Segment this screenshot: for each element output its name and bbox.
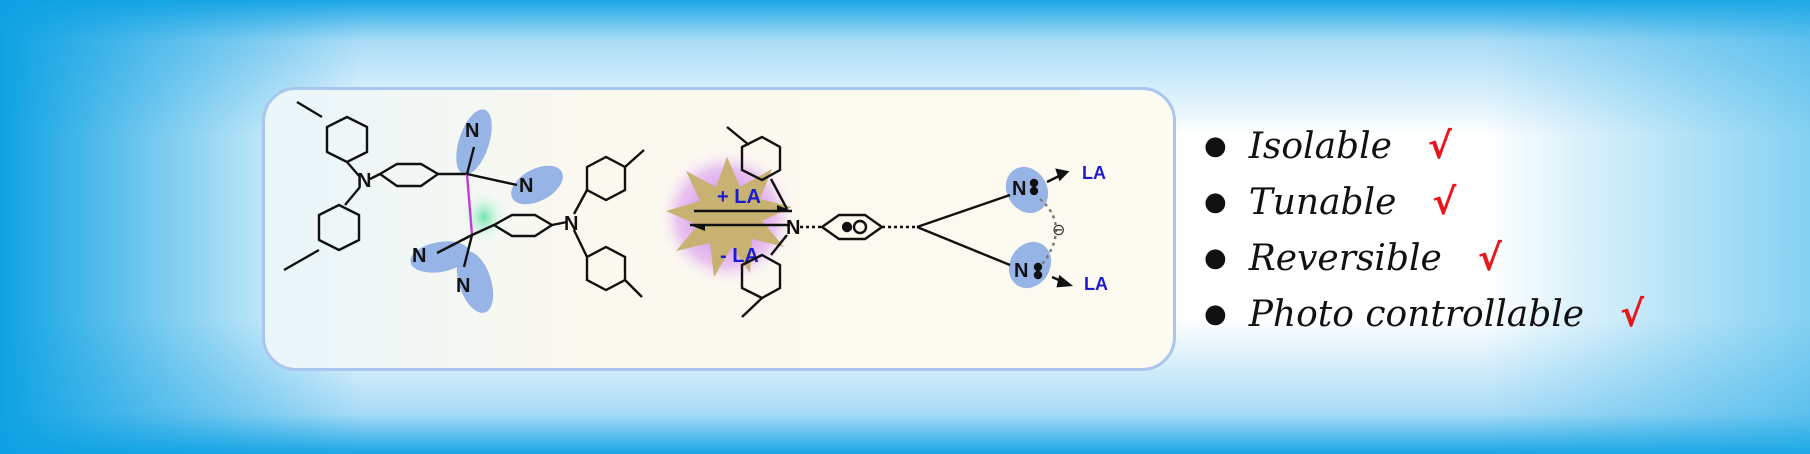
atom-label-n: N bbox=[519, 175, 533, 197]
atom-label-n: N bbox=[456, 275, 470, 297]
bullet-icon: ● bbox=[1204, 243, 1227, 273]
dimer-molecule bbox=[283, 100, 645, 313]
lewis-acid-label: LA bbox=[1082, 163, 1106, 183]
feature-label: Photo controllable bbox=[1248, 293, 1585, 335]
atom-label-n: N bbox=[465, 120, 479, 142]
feature-label: Reversible bbox=[1248, 237, 1442, 279]
atom-label-n: N bbox=[564, 213, 578, 235]
feature-label: Tunable bbox=[1248, 181, 1397, 223]
equilibrium-arrows: + LA - LA bbox=[657, 147, 797, 287]
charge-symbol: ⊖ bbox=[1052, 220, 1065, 239]
atom-label-n: N bbox=[357, 170, 371, 192]
reverse-label: - LA bbox=[720, 245, 759, 267]
reaction-scheme: N N N N N N + LA - LA bbox=[283, 100, 1108, 318]
feature-item: ● Reversible √ bbox=[1204, 230, 1644, 286]
atom-label-n: N bbox=[412, 245, 426, 267]
atom-label-n: N bbox=[786, 217, 800, 239]
checkmark-icon: √ bbox=[1427, 125, 1452, 167]
feature-label: Isolable bbox=[1248, 125, 1392, 167]
bullet-icon: ● bbox=[1204, 299, 1227, 329]
checkmark-icon: √ bbox=[1477, 237, 1502, 279]
scheme-panel bbox=[262, 87, 1176, 371]
atom-label-n: N bbox=[1012, 178, 1026, 200]
lewis-acid-label: LA bbox=[1084, 274, 1108, 294]
feature-item: ● Isolable √ bbox=[1204, 118, 1644, 174]
checkmark-icon: √ bbox=[1620, 293, 1645, 335]
complex-molecule bbox=[726, 126, 1074, 318]
bullet-icon: ● bbox=[1204, 187, 1227, 217]
atom-label-n: N bbox=[1014, 260, 1028, 282]
bullet-icon: ● bbox=[1204, 131, 1227, 161]
feature-list: ● Isolable √ ● Tunable √ ● Reversible √ … bbox=[1204, 118, 1644, 342]
feature-item: ● Photo controllable √ bbox=[1204, 286, 1644, 342]
forward-label: + LA bbox=[717, 186, 761, 208]
checkmark-icon: √ bbox=[1432, 181, 1457, 223]
feature-item: ● Tunable √ bbox=[1204, 174, 1644, 230]
